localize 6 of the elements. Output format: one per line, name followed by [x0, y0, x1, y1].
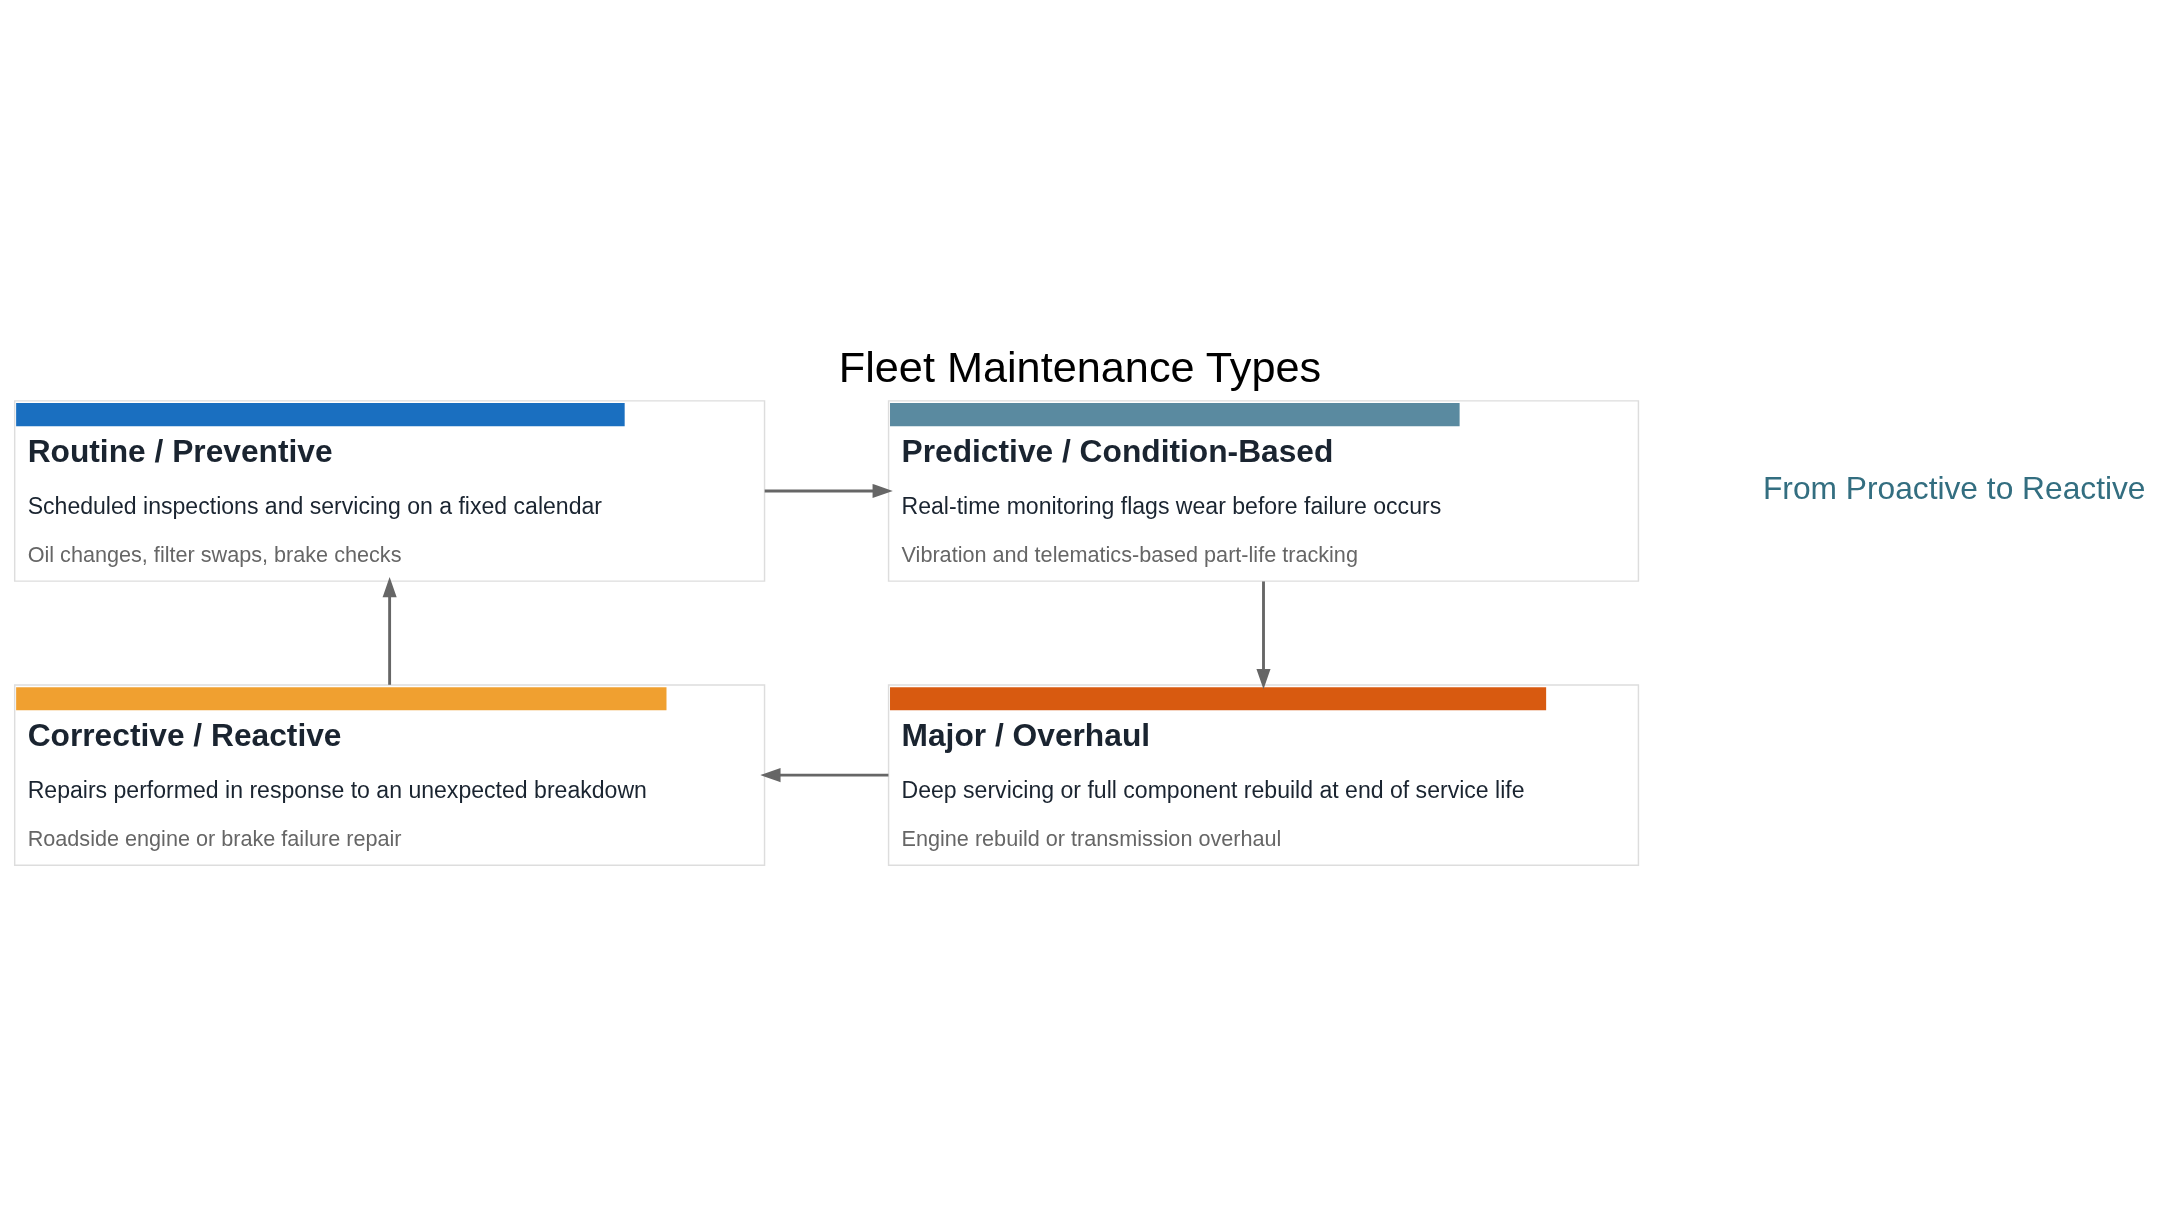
arrow: [1256, 580, 1271, 689]
arrow: [382, 576, 397, 685]
arrow: [760, 767, 889, 782]
diagram-title: Fleet Maintenance Types: [838, 342, 1322, 391]
label: From Proactive to Reactive: [1762, 469, 2146, 506]
arrow: [764, 483, 893, 498]
